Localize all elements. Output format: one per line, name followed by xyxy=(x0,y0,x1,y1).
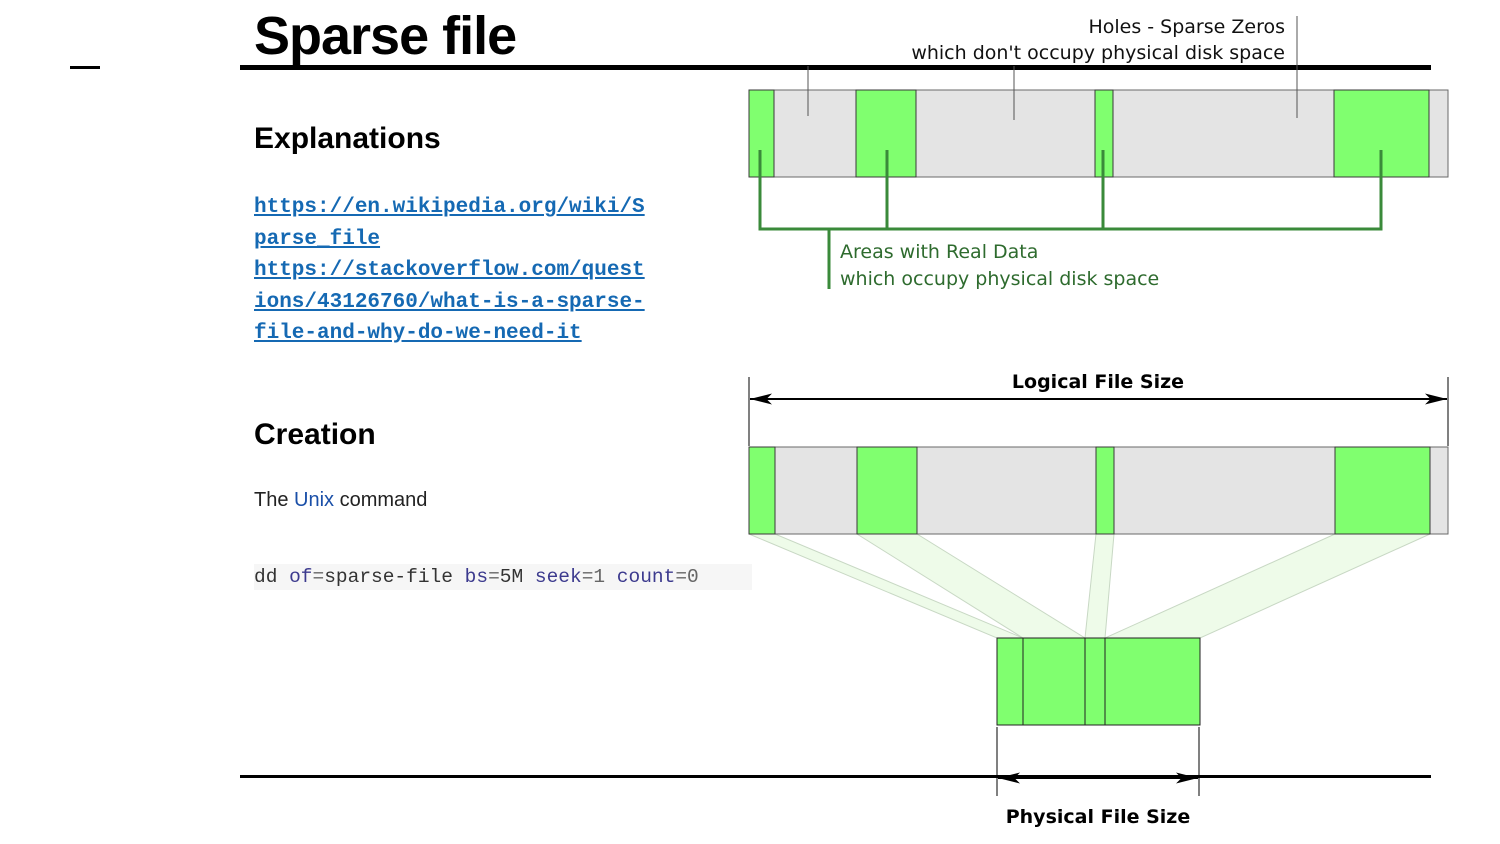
middle-file-bar xyxy=(748,446,1449,535)
corner-dash xyxy=(70,66,100,69)
code-seek-key: seek xyxy=(534,566,582,588)
creation-text: The Unix command xyxy=(254,489,427,512)
physical-data-block-4 xyxy=(1104,637,1201,726)
code-of-value: sparse-file xyxy=(324,566,453,588)
code-of-key: of xyxy=(289,566,313,588)
code-eq-3: = xyxy=(581,566,594,588)
top-file-bar xyxy=(748,89,1449,178)
creation-heading: Creation xyxy=(254,418,376,451)
stackoverflow-link[interactable]: https://stackoverflow.com/questions/4312… xyxy=(254,259,645,345)
code-eq-4: = xyxy=(675,566,688,588)
code-seek-value: 1 xyxy=(593,566,606,588)
physical-data-block-3 xyxy=(1084,637,1106,726)
physical-data-block-1 xyxy=(996,637,1024,726)
reference-links: https://en.wikipedia.org/wiki/Sparse_fil… xyxy=(254,192,654,350)
code-bs-key: bs xyxy=(464,566,489,588)
code-eq-2: = xyxy=(488,566,500,588)
explanations-heading: Explanations xyxy=(254,122,441,155)
code-cmd: dd xyxy=(254,566,290,588)
middle-data-block-2 xyxy=(856,446,918,535)
code-eq-1: = xyxy=(312,566,325,588)
wikipedia-link[interactable]: https://en.wikipedia.org/wiki/Sparse_fil… xyxy=(254,196,645,251)
middle-data-block-3 xyxy=(1095,446,1115,535)
data-label-line2: which occupy physical disk space xyxy=(840,268,1159,290)
page-title: Sparse file xyxy=(254,6,517,66)
middle-data-block-1 xyxy=(748,446,776,535)
title-underline xyxy=(240,65,1431,70)
bottom-rule xyxy=(240,775,1431,778)
mapping-shapes xyxy=(748,533,1431,639)
holes-label-line2: which don't occupy physical disk space xyxy=(911,42,1285,64)
physical-size-dimension: Physical File Size xyxy=(996,727,1200,828)
logical-size-dimension: Logical File Size xyxy=(748,371,1449,446)
middle-data-block-4 xyxy=(1334,446,1431,535)
mapping-shape-3 xyxy=(1084,533,1115,639)
code-bs-value: 5M xyxy=(499,566,524,588)
data-bracket-line xyxy=(758,150,1383,231)
code-count-key: count xyxy=(616,566,676,588)
code-count-value: 0 xyxy=(687,566,699,588)
physical-data-block-2 xyxy=(1022,637,1086,726)
holes-callout: Holes - Sparse Zeros which don't occupy … xyxy=(807,16,1298,120)
data-label-line1: Areas with Real Data xyxy=(840,241,1038,263)
unix-link[interactable]: Unix xyxy=(294,489,335,511)
sparse-file-diagram: Holes - Sparse Zeros which don't occupy … xyxy=(748,16,1449,828)
physical-file-bar xyxy=(996,637,1201,726)
creation-text-before: The xyxy=(254,489,295,511)
data-bracket xyxy=(758,150,1383,289)
creation-text-after: command xyxy=(334,489,428,511)
code-block: dd of=sparse-file bs=5M seek=1 count=0 xyxy=(254,564,752,590)
logical-size-label: Logical File Size xyxy=(1012,371,1184,393)
holes-label-line1: Holes - Sparse Zeros xyxy=(1088,16,1285,38)
mapping-shape-4 xyxy=(1104,533,1431,639)
physical-size-label: Physical File Size xyxy=(1006,806,1191,828)
